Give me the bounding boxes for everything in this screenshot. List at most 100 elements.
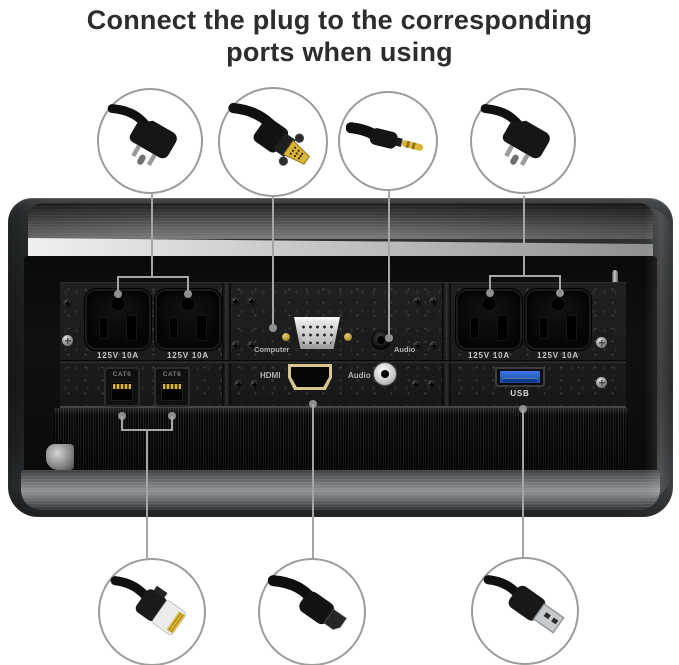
callout-audio-plug — [338, 91, 438, 191]
callout-line — [171, 416, 173, 431]
ethernet-jack-pins — [113, 384, 131, 389]
outlet-rating-label: 125V 10A — [537, 351, 579, 360]
callout-dot — [486, 289, 494, 297]
screw-icon — [413, 341, 422, 350]
screw-icon — [63, 299, 72, 308]
ethernet-jack-pins — [163, 384, 181, 389]
outlet-slot — [127, 316, 136, 340]
box-right-frame-highlight — [645, 208, 671, 498]
screw-icon — [429, 341, 438, 350]
hdmi-port-label: HDMI — [260, 371, 281, 380]
outlet-slot — [498, 316, 507, 340]
screw-icon — [429, 297, 438, 306]
outlet-slot — [471, 318, 478, 338]
callout-line — [489, 275, 491, 293]
outlet-slot — [540, 318, 547, 338]
ethernet-jack-2: CAT6 — [154, 367, 190, 407]
outlet-ground-hole — [551, 298, 565, 310]
callout-line — [272, 197, 274, 328]
screw-icon — [250, 380, 259, 389]
port-panel: 125V 10A 125V 10A Computer Audio CAT6 CA… — [60, 282, 626, 408]
audio-jack-bottom — [374, 363, 396, 385]
screw-icon — [596, 377, 607, 388]
screw-icon — [247, 341, 256, 350]
callout-line — [151, 194, 153, 278]
screw-icon — [247, 297, 256, 306]
callout-dot — [114, 290, 122, 298]
power-outlet-4 — [527, 291, 589, 348]
callout-power-plug-right — [470, 88, 576, 194]
audio-jack-hole — [377, 336, 385, 344]
outlet-ground-hole — [181, 298, 195, 310]
audio-bottom-label: Audio — [348, 371, 371, 380]
outlet-slot — [567, 316, 576, 340]
vga-port-label: Computer — [254, 345, 290, 354]
callout-dot — [385, 334, 393, 342]
callout-line — [559, 275, 561, 293]
audio-jack-hole — [381, 370, 389, 378]
screw-icon — [231, 297, 240, 306]
screw-icon — [411, 380, 420, 389]
brush-cable-seal — [54, 408, 628, 470]
outlet-slot — [197, 316, 206, 340]
callout-line — [187, 276, 189, 294]
screw-icon — [413, 297, 422, 306]
outlet-rating-label: 125V 10A — [97, 351, 139, 360]
page-title: Connect the plug to the corresponding po… — [0, 5, 679, 69]
ethernet-jack-label: CAT6 — [112, 371, 132, 378]
vga-port — [294, 317, 340, 349]
callout-dot — [184, 290, 192, 298]
ethernet-jack-1: CAT6 — [104, 367, 140, 407]
vga-screw-post — [282, 333, 290, 341]
callout-line — [121, 416, 123, 431]
outlet-slot — [170, 318, 177, 338]
callout-ethernet-connector — [98, 558, 206, 665]
screw-icon — [234, 380, 243, 389]
panel-divider — [442, 283, 451, 406]
screw-icon — [596, 337, 607, 348]
outlet-ground-hole — [111, 298, 125, 310]
power-plug-icon — [480, 104, 550, 167]
power-outlet-1 — [87, 291, 149, 348]
title-line-1: Connect the plug to the corresponding — [86, 5, 593, 35]
power-outlet-2 — [157, 291, 219, 348]
box-lid-edge-highlight — [28, 238, 653, 257]
screw-icon — [62, 335, 73, 346]
callout-line — [522, 409, 524, 557]
callout-line — [117, 276, 119, 294]
audio-top-label: Audio — [394, 345, 416, 354]
ethernet-jack-label: CAT6 — [162, 371, 182, 378]
usb-connector-icon — [483, 575, 565, 634]
box-bottom-frame — [21, 470, 660, 510]
callout-line — [117, 276, 189, 278]
callout-power-plug-left — [97, 88, 203, 194]
panel-divider — [222, 283, 231, 406]
power-outlet-3 — [458, 291, 520, 348]
usb-port-tongue — [503, 378, 537, 382]
hdmi-connector-icon — [268, 575, 348, 630]
outlet-rating-label: 125V 10A — [167, 351, 209, 360]
vga-screw-post — [344, 333, 352, 341]
callout-usb-connector — [471, 557, 579, 665]
outlet-slot — [100, 318, 107, 338]
callout-line — [146, 429, 148, 558]
usb-port — [495, 367, 545, 387]
corner-bracket — [46, 444, 74, 470]
vga-pin-holes — [298, 321, 336, 344]
ethernet-connector-icon — [110, 576, 187, 636]
callout-line — [489, 275, 561, 277]
callout-line — [523, 196, 525, 277]
callout-hdmi-connector — [258, 558, 366, 665]
screw-icon — [231, 341, 240, 350]
box-lid — [28, 203, 653, 239]
screw-icon — [427, 380, 436, 389]
callout-line — [312, 404, 314, 558]
panel-divider — [60, 360, 626, 363]
pop-up-table-connectivity-box: 125V 10A 125V 10A Computer Audio CAT6 CA… — [8, 198, 673, 517]
callout-dot — [556, 289, 564, 297]
vga-connector-icon — [228, 103, 311, 167]
power-plug-icon — [107, 104, 177, 167]
hdmi-port-opening — [291, 367, 329, 387]
title-line-2: ports when using — [226, 36, 453, 67]
